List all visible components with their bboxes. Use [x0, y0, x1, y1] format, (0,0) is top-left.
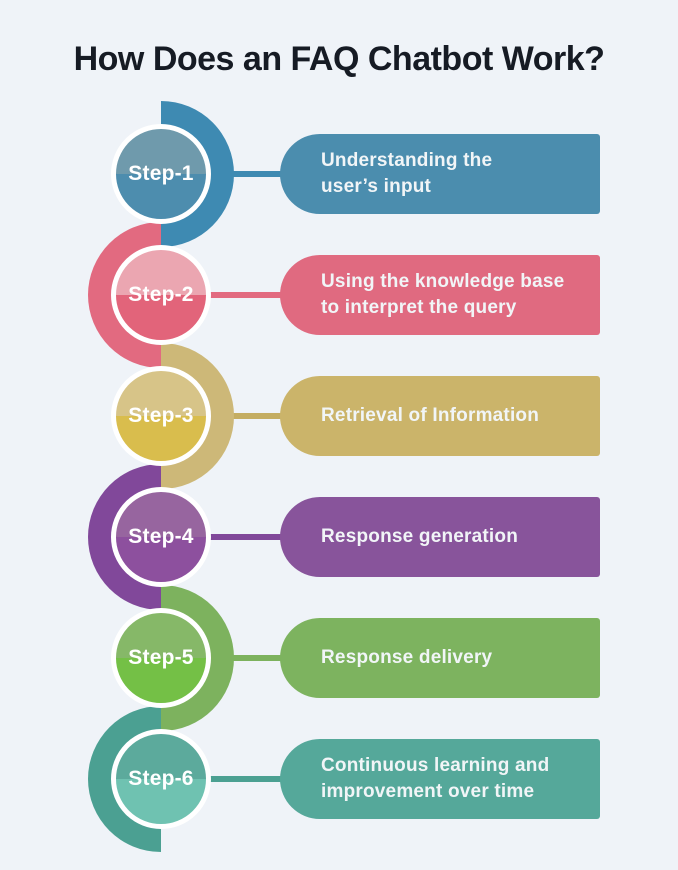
step-description-line: Using the knowledge base — [321, 271, 565, 292]
page-title: How Does an FAQ Chatbot Work? — [73, 40, 605, 78]
step-label: Step-4 — [128, 525, 194, 548]
step-description-pill: Retrieval of Information — [280, 376, 600, 456]
step-description-line: Understanding the — [321, 150, 493, 171]
connector-line — [205, 171, 285, 177]
step-label: Step-5 — [128, 646, 194, 669]
step-row-5: Response delivery Step-5 — [0, 585, 678, 731]
step-description-pill: Using the knowledge base to interpret th… — [280, 255, 600, 335]
step-badge: Step-5 — [111, 608, 211, 708]
step-label: Step-6 — [128, 767, 194, 790]
step-row-4: Response generation Step-4 — [0, 464, 678, 610]
step-description-line: Retrieval of Information — [321, 405, 540, 426]
step-label: Step-3 — [128, 404, 194, 427]
step-description-pill: Response delivery — [280, 618, 600, 698]
step-description-pill: Continuous learning and improvement over… — [280, 739, 600, 819]
step-badge: Step-4 — [111, 487, 211, 587]
connector-line — [205, 292, 285, 298]
step-badge: Step-3 — [111, 366, 211, 466]
step-badge: Step-2 — [111, 245, 211, 345]
step-description-line: Response generation — [321, 526, 519, 547]
step-description-line: Continuous learning and — [321, 755, 550, 776]
connector-line — [205, 534, 285, 540]
step-badge: Step-6 — [111, 729, 211, 829]
step-description-pill: Understanding the user’s input — [280, 134, 600, 214]
step-badge: Step-1 — [111, 124, 211, 224]
step-description-line: user’s input — [321, 176, 432, 197]
step-row-2: Using the knowledge base to interpret th… — [0, 222, 678, 368]
step-description-pill: Response generation — [280, 497, 600, 577]
step-row-3: Retrieval of Information Step-3 — [0, 343, 678, 489]
step-row-1: Understanding the user’s input Step-1 — [0, 101, 678, 247]
step-row-6: Continuous learning and improvement over… — [0, 706, 678, 852]
step-description-line: to interpret the query — [321, 297, 517, 318]
step-label: Step-2 — [128, 283, 194, 306]
step-description-line: improvement over time — [321, 781, 535, 802]
connector-line — [205, 413, 285, 419]
connector-line — [205, 655, 285, 661]
step-label: Step-1 — [128, 162, 194, 185]
step-description-line: Response delivery — [321, 647, 493, 668]
connector-line — [205, 776, 285, 782]
